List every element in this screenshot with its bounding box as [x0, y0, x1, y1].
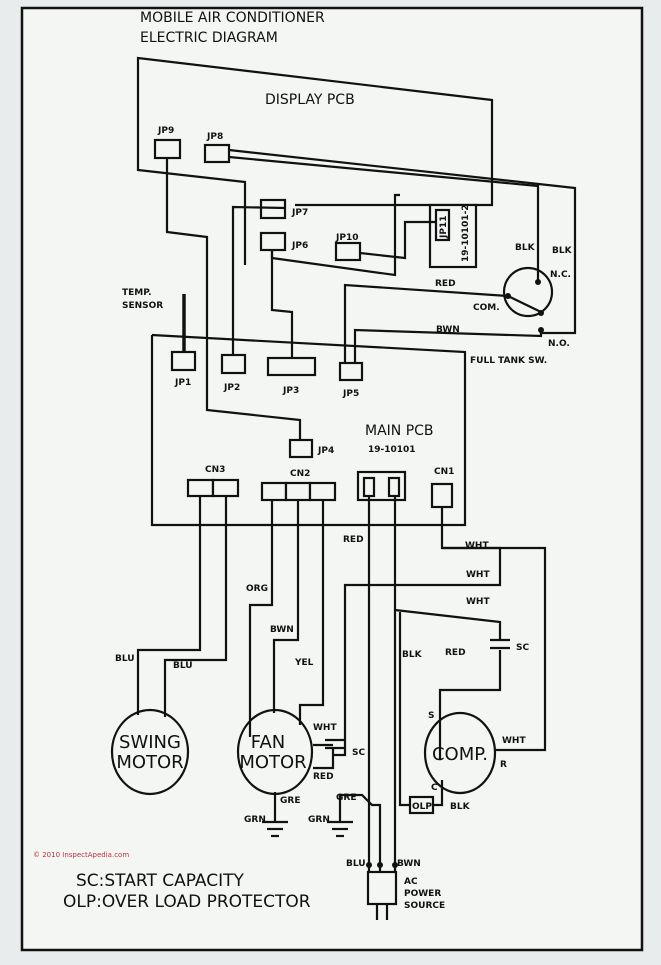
- svg-text:BLU: BLU: [115, 654, 135, 664]
- svg-text:WHT: WHT: [465, 541, 489, 551]
- legend-olp: OLP:OVER LOAD PROTECTOR: [63, 892, 311, 912]
- svg-text:BLU: BLU: [346, 859, 366, 869]
- svg-text:GRE: GRE: [336, 793, 356, 803]
- jp2-label: JP2: [223, 383, 240, 393]
- display-pcb-label: DISPLAY PCB: [265, 92, 355, 108]
- ground-symbols: [262, 820, 353, 838]
- svg-text:GRN: GRN: [244, 815, 266, 825]
- swing-motor: SWING MOTOR: [110, 708, 190, 796]
- terminal-s: S: [428, 711, 434, 721]
- svg-text:ORG: ORG: [246, 584, 268, 594]
- svg-text:RED: RED: [445, 648, 466, 658]
- title-line2: ELECTRIC DIAGRAM: [140, 30, 278, 46]
- module-code: 19-10101-2: [461, 204, 471, 262]
- svg-text:RED: RED: [343, 535, 364, 545]
- jp7-connector: [259, 198, 287, 220]
- cn3-connector: [211, 478, 240, 498]
- terminal-c: C: [431, 783, 438, 793]
- olp-box: [408, 795, 435, 815]
- main-pcb-code: 19-10101: [368, 445, 416, 455]
- svg-text:RED: RED: [313, 772, 334, 782]
- svg-text:GRE: GRE: [280, 796, 300, 806]
- jp6-connector: [259, 231, 287, 252]
- jp7-label: JP7: [291, 208, 308, 218]
- jp5-label: JP5: [342, 389, 359, 399]
- swing-motor-label-2: MOTOR: [116, 752, 183, 773]
- svg-text:SC: SC: [516, 643, 529, 653]
- blk-label-2: BLK: [552, 246, 573, 256]
- jp4-label: JP4: [317, 446, 334, 456]
- jp8-connector: [203, 143, 231, 164]
- wire-labels: RED WHT WHT WHT ORG BWN YEL BLU BLU BLK …: [115, 535, 529, 869]
- title-line1: MOBILE AIR CONDITIONER: [140, 10, 325, 26]
- legend-sc: SC:START CAPACITY: [76, 871, 244, 891]
- compressor-label: COMP.: [432, 744, 488, 765]
- jp1-label: JP1: [174, 378, 191, 388]
- no-label: N.O.: [548, 339, 570, 349]
- svg-text:GRN: GRN: [308, 815, 330, 825]
- main-pcb: JP1 JP2 JP3 JP5 JP4 MAIN PCB 19-10101 CN…: [150, 333, 467, 527]
- bwn-label: BWN: [436, 325, 460, 335]
- svg-text:YEL: YEL: [294, 658, 314, 668]
- cn1-label: CN1: [434, 467, 454, 477]
- display-pcb: DISPLAY PCB JP9 JP8 JP7 JP6 JP10 JP11 19…: [136, 56, 494, 269]
- full-tank-switch-label: FULL TANK SW.: [470, 356, 547, 366]
- cn3-label: CN3: [205, 465, 225, 475]
- red-label: RED: [435, 279, 456, 289]
- svg-text:WHT: WHT: [502, 736, 526, 746]
- full-tank-switch: BLK BLK N.C. COM. N.O. RED BWN FULL TANK…: [435, 243, 573, 366]
- svg-text:WHT: WHT: [466, 597, 490, 607]
- power-label-1: AC: [404, 877, 418, 887]
- cn2-connector: [308, 481, 337, 502]
- jp6-label: JP6: [291, 241, 308, 251]
- svg-text:WHT: WHT: [466, 570, 490, 580]
- blk-label-1: BLK: [515, 243, 536, 253]
- jp9-connector: [153, 138, 182, 160]
- olp-label: OLP: [412, 802, 432, 812]
- power-label-2: POWER: [404, 889, 441, 899]
- svg-text:BLK: BLK: [402, 650, 423, 660]
- fan-motor-label-1: FAN: [251, 732, 285, 753]
- compressor: COMP. S R C: [423, 711, 507, 795]
- jp10-connector: [334, 241, 362, 262]
- svg-text:BLU: BLU: [173, 661, 193, 671]
- jp9-label: JP9: [157, 126, 174, 136]
- jp8-label: JP8: [206, 132, 223, 142]
- jp5-connector: [338, 361, 364, 382]
- jp1-connector: [170, 350, 197, 372]
- main-pcb-label: MAIN PCB: [365, 423, 434, 439]
- jp3-connector: [266, 356, 317, 377]
- svg-text:BLK: BLK: [450, 802, 471, 812]
- jp3-label: JP3: [282, 386, 299, 396]
- jp11-label: JP11: [439, 216, 449, 239]
- cn1-connector: [430, 482, 454, 509]
- swing-motor-label-1: SWING: [119, 732, 181, 753]
- jp4-connector: [288, 438, 314, 459]
- temp-sensor-label-1: TEMP.: [122, 288, 152, 298]
- com-label: COM.: [473, 303, 500, 313]
- cn2-label: CN2: [290, 469, 310, 479]
- svg-text:BWN: BWN: [397, 859, 421, 869]
- svg-text:SC: SC: [352, 748, 365, 758]
- svg-text:BWN: BWN: [270, 625, 294, 635]
- svg-text:WHT: WHT: [313, 723, 337, 733]
- power-label-3: SOURCE: [404, 901, 445, 911]
- nc-label: N.C.: [550, 270, 571, 280]
- temp-sensor-label-2: SENSOR: [122, 301, 163, 311]
- diagram-frame: [20, 6, 644, 952]
- fan-motor-label-2: MOTOR: [239, 752, 306, 773]
- copyright-watermark: © 2010 InspectApedia.com: [33, 851, 129, 859]
- jp10-label: JP10: [335, 233, 358, 243]
- jp2-connector: [220, 353, 247, 375]
- power-plug: [366, 870, 398, 920]
- terminal-r: R: [500, 760, 507, 770]
- jp11-connector: [434, 208, 451, 242]
- fan-motor: FAN MOTOR: [236, 708, 314, 796]
